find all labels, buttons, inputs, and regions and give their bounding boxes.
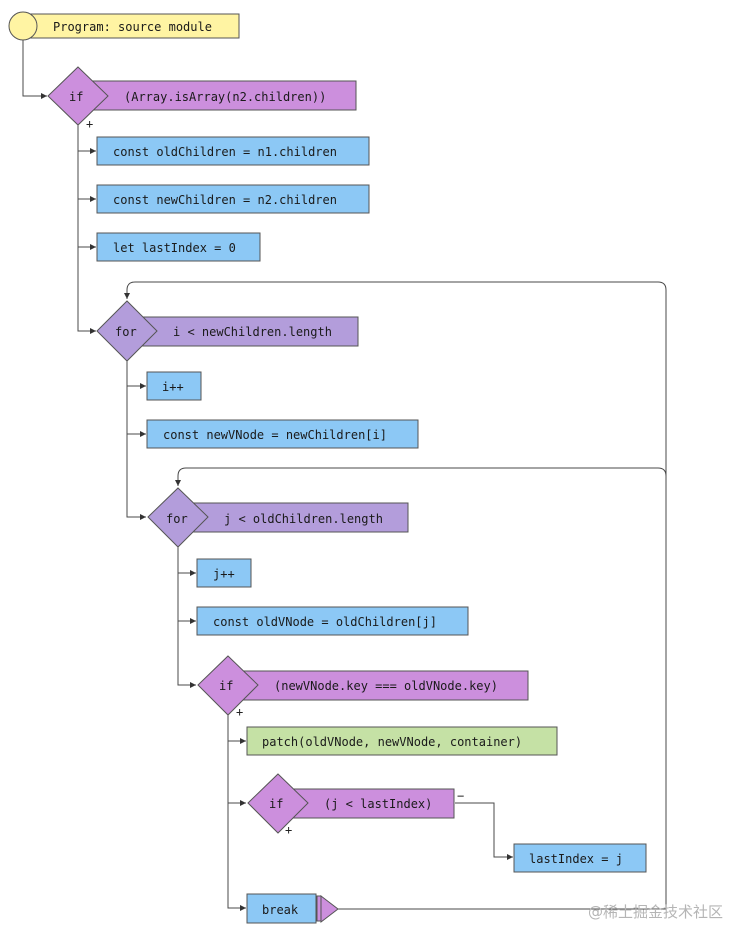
statement-box bbox=[196, 606, 469, 636]
decision-if-last-index: if (j < lastIndex) + − bbox=[247, 773, 464, 837]
statement-break: break bbox=[246, 893, 339, 924]
loop-condition: j < oldChildren.length bbox=[224, 512, 383, 526]
statement-box bbox=[146, 419, 419, 449]
statement-box bbox=[96, 232, 261, 262]
statement-label: patch(oldVNode, newVNode, container) bbox=[262, 735, 522, 749]
start-label-box bbox=[20, 13, 240, 39]
statement-label: const oldChildren = n1.children bbox=[113, 145, 337, 159]
edge-if-key-true-rail bbox=[227, 714, 246, 911]
decision-diamond bbox=[247, 773, 309, 834]
statement-box bbox=[146, 371, 202, 401]
decision-diamond bbox=[47, 66, 109, 126]
statement-label: j++ bbox=[213, 567, 235, 581]
decision-if-array: if (Array.isArray(n2.children)) + bbox=[47, 66, 357, 131]
statement-label: i++ bbox=[162, 380, 184, 394]
edge-for-j-body-rail bbox=[177, 547, 196, 688]
break-exit-bar bbox=[316, 895, 322, 922]
loop-diamond bbox=[147, 487, 209, 548]
statement-last-index-init: let lastIndex = 0 bbox=[96, 232, 261, 262]
break-exit-arrow bbox=[320, 894, 339, 924]
loop-condition: i < newChildren.length bbox=[173, 325, 332, 339]
true-branch-marker: + bbox=[285, 823, 292, 837]
call-box bbox=[246, 726, 558, 756]
loop-for-j: for j < oldChildren.length bbox=[147, 487, 409, 548]
edge-if-branch-rail bbox=[77, 124, 96, 334]
false-branch-marker: − bbox=[457, 789, 464, 803]
statement-patch: patch(oldVNode, newVNode, container) bbox=[246, 726, 558, 756]
watermark: @稀土掘金技术社区 bbox=[588, 903, 723, 921]
connectors bbox=[22, 38, 667, 911]
edge-for-i-body-rail bbox=[126, 360, 146, 520]
start-circle bbox=[8, 11, 38, 41]
loop-keyword: for bbox=[115, 325, 137, 339]
statement-label: const oldVNode = oldChildren[j] bbox=[213, 615, 437, 629]
decision-condition: (Array.isArray(n2.children)) bbox=[124, 90, 326, 104]
decision-if-key: if (newVNode.key === oldVNode.key) + bbox=[197, 655, 529, 719]
start-node: Program: source module bbox=[8, 11, 240, 41]
true-branch-marker: + bbox=[86, 117, 93, 131]
statement-old-children: const oldChildren = n1.children bbox=[96, 136, 370, 166]
statement-box bbox=[513, 843, 647, 873]
edge-for-j-loop-back bbox=[175, 467, 667, 486]
statement-label: lastIndex = j bbox=[529, 852, 623, 866]
decision-keyword: if bbox=[219, 679, 233, 693]
statement-box bbox=[196, 558, 252, 588]
loop-for-i: for i < newChildren.length bbox=[96, 300, 359, 362]
statement-old-vnode: const oldVNode = oldChildren[j] bbox=[196, 606, 469, 636]
statement-label: let lastIndex = 0 bbox=[113, 241, 236, 255]
decision-diamond bbox=[197, 655, 259, 716]
statement-new-children: const newChildren = n2.children bbox=[96, 184, 370, 214]
edge-start-to-if bbox=[22, 38, 47, 99]
statement-i-increment: i++ bbox=[146, 371, 202, 401]
edge-if-last-false bbox=[455, 802, 513, 860]
statement-new-vnode: const newVNode = newChildren[i] bbox=[146, 419, 419, 449]
statement-j-increment: j++ bbox=[196, 558, 252, 588]
loop-keyword: for bbox=[166, 512, 188, 526]
decision-keyword: if bbox=[69, 90, 83, 104]
edge-for-i-loop-back bbox=[124, 281, 667, 910]
statement-box bbox=[96, 136, 370, 166]
decision-condition: (newVNode.key === oldVNode.key) bbox=[274, 679, 498, 693]
statement-label: const newChildren = n2.children bbox=[113, 193, 337, 207]
statement-last-index-assign: lastIndex = j bbox=[513, 843, 647, 873]
decision-keyword: if bbox=[269, 797, 283, 811]
statement-box bbox=[246, 893, 317, 924]
start-label: Program: source module bbox=[53, 20, 212, 34]
true-branch-marker: + bbox=[236, 705, 243, 719]
decision-condition: (j < lastIndex) bbox=[324, 797, 432, 811]
statement-box bbox=[96, 184, 370, 214]
loop-condition-box bbox=[126, 316, 359, 347]
loop-condition-box bbox=[177, 502, 409, 533]
statement-label: const newVNode = newChildren[i] bbox=[163, 428, 387, 442]
statement-label: break bbox=[262, 903, 299, 917]
loop-diamond bbox=[96, 300, 158, 362]
